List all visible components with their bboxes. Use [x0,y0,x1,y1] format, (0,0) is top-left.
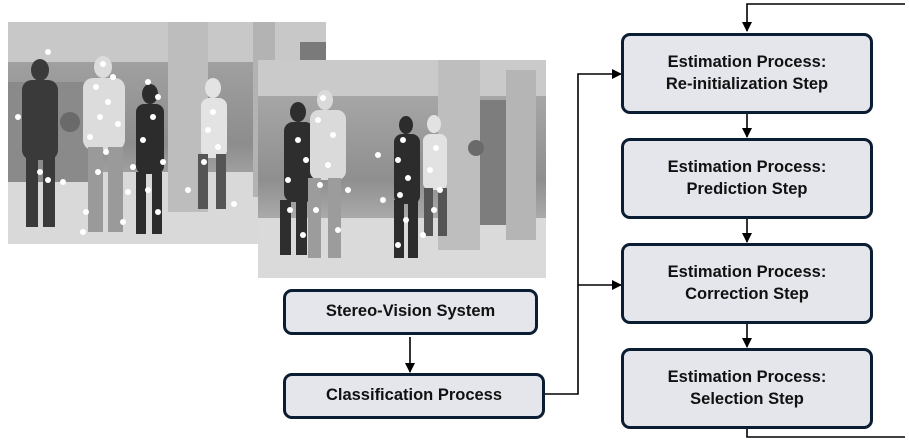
stereo-vision-system-box: Stereo-Vision System [283,289,538,335]
stereo-image-right [258,60,546,278]
arrow-classification-to-reinit [545,69,622,395]
selection-step-box: Estimation Process: Selection Step [621,348,873,429]
prediction-step-box: Estimation Process: Prediction Step [621,138,873,219]
reinit-line2: Re-initialization Step [665,74,829,93]
classification-process-label: Classification Process [325,386,503,405]
feedback-to-reinit [742,3,905,32]
prediction-line1: Estimation Process: [667,157,827,176]
correction-line2: Correction Step [685,284,809,303]
reinit-line1: Estimation Process: [667,52,827,71]
prediction-line2: Prediction Step [686,179,808,198]
reinitialization-step-box: Estimation Process: Re-initialization St… [621,33,873,114]
selection-line1: Estimation Process: [667,367,827,386]
correction-line1: Estimation Process: [667,262,827,281]
selection-line2: Selection Step [690,389,804,408]
feedback-from-selection [746,428,905,438]
classification-process-box: Classification Process [283,373,545,419]
correction-step-box: Estimation Process: Correction Step [621,243,873,324]
stereo-vision-system-label: Stereo-Vision System [325,302,496,321]
